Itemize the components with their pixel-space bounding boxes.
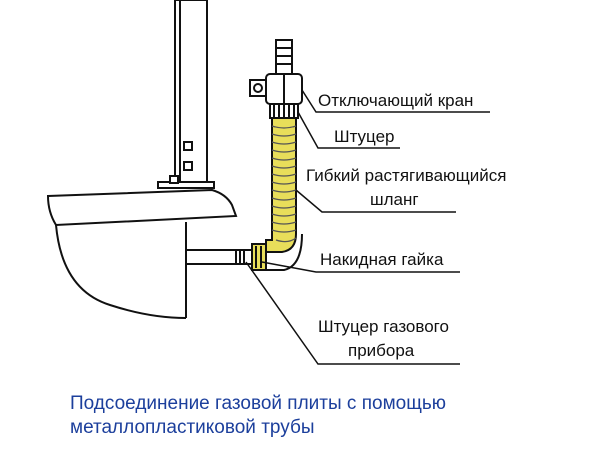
label-hose-line2: шланг — [370, 190, 419, 209]
leader-appliance-fitting — [245, 261, 460, 365]
leg-foot — [157, 175, 215, 189]
leader-shutoff-valve — [301, 89, 490, 113]
label-appliance-fitting-line2: прибора — [348, 341, 415, 360]
label-appliance-fitting-line1: Штуцер газового — [318, 317, 449, 336]
stove-leg — [174, 0, 208, 184]
leader-hose — [295, 189, 456, 213]
union-nut — [251, 243, 267, 271]
appliance-fitting-pipe — [185, 249, 253, 265]
label-union-nut: Накидная гайка — [320, 250, 444, 269]
label-hose-line1: Гибкий растягивающийся — [306, 166, 506, 185]
leader-union-nut — [261, 261, 460, 273]
label-shutoff-valve: Отключающий кран — [318, 91, 473, 110]
shutoff-valve — [249, 39, 303, 105]
leader-fitting — [297, 111, 400, 149]
caption-line1: Подсоединение газовой плиты с помощью — [70, 393, 446, 414]
flexible-hose — [265, 117, 303, 271]
hose-fitting — [269, 103, 299, 119]
label-fitting: Штуцер — [334, 127, 395, 146]
caption-line2: металлопластиковой трубы — [70, 417, 315, 438]
stove-base — [46, 188, 238, 319]
leader-lines — [245, 89, 490, 365]
